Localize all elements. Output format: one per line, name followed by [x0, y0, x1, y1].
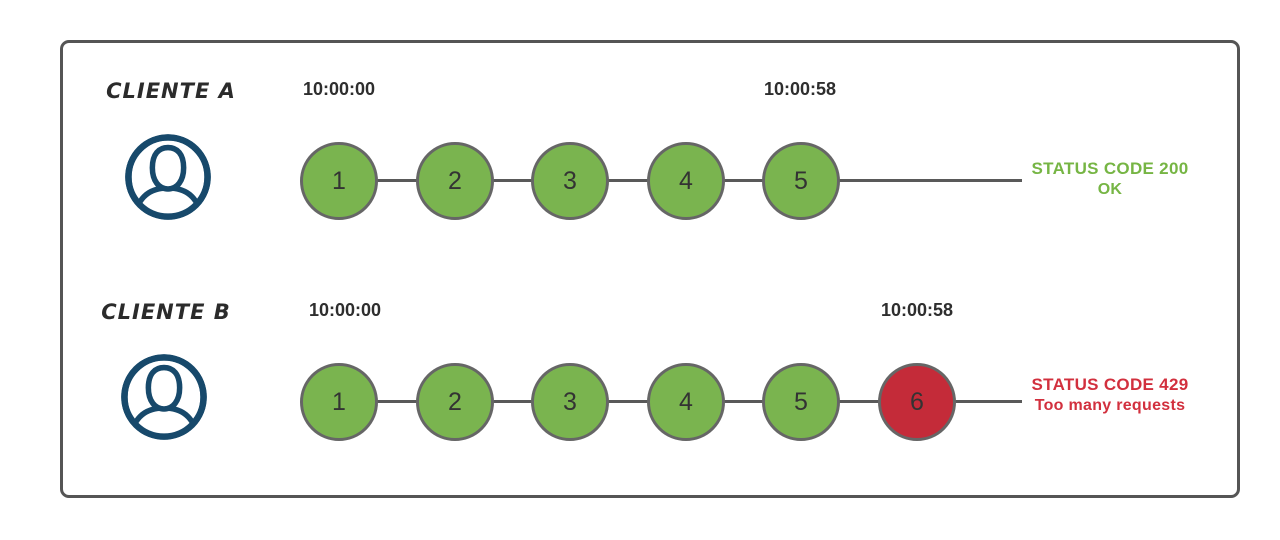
- end-timestamp: 10:00:58: [763, 79, 837, 99]
- request-circle-5: 5: [762, 142, 840, 220]
- request-circle-3: 3: [531, 363, 609, 441]
- request-circle-2: 2: [416, 363, 494, 441]
- status-code-text: STATUS CODE 429: [1031, 375, 1189, 394]
- request-circle-1: 1: [300, 142, 378, 220]
- start-timestamp: 10:00:00: [302, 79, 376, 99]
- request-number: 3: [563, 166, 577, 195]
- user-icon: [122, 131, 214, 223]
- request-circle-4: 4: [647, 142, 725, 220]
- request-number: 1: [332, 387, 346, 416]
- status-code-text: STATUS CODE 200: [1031, 159, 1189, 178]
- status-label-client-a: STATUS CODE 200 OK: [1025, 158, 1195, 200]
- user-icon: [118, 351, 210, 443]
- status-message-text: Too many requests: [1034, 397, 1186, 414]
- request-number: 4: [679, 166, 693, 195]
- end-timestamp: 10:00:58: [880, 300, 954, 320]
- diagram-frame: [60, 40, 1240, 498]
- start-timestamp: 10:00:00: [308, 300, 382, 320]
- request-circle-5: 5: [762, 363, 840, 441]
- request-number: 5: [794, 166, 808, 195]
- request-number: 4: [679, 387, 693, 416]
- request-number: 5: [794, 387, 808, 416]
- request-circle-6-blocked: 6: [878, 363, 956, 441]
- request-number: 2: [448, 166, 462, 195]
- request-number: 1: [332, 166, 346, 195]
- request-circle-2: 2: [416, 142, 494, 220]
- request-number: 6: [910, 387, 924, 416]
- request-number: 2: [448, 387, 462, 416]
- client-b-label: CLIENTE B: [101, 300, 231, 324]
- status-message-text: OK: [1097, 181, 1123, 198]
- request-circle-3: 3: [531, 142, 609, 220]
- request-number: 3: [563, 387, 577, 416]
- request-circle-4: 4: [647, 363, 725, 441]
- request-circle-1: 1: [300, 363, 378, 441]
- status-label-client-b: STATUS CODE 429 Too many requests: [1025, 374, 1195, 416]
- client-a-label: CLIENTE A: [106, 79, 236, 103]
